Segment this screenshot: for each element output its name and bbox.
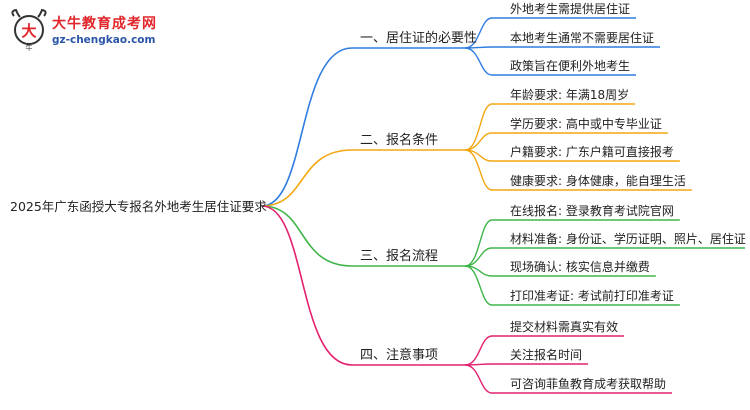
branch-child-connector (464, 17, 493, 49)
branch-topic: 三、报名流程 (360, 248, 438, 264)
branch-topic: 四、注意事项 (360, 347, 438, 363)
child-topic: 材料准备: 身份证、学历证明、照片、居住证 (510, 231, 746, 246)
root-branch-connector (261, 205, 353, 366)
root-topic: 2025年广东函授大专报名外地考生居住证要求 (10, 199, 267, 214)
child-topic: 外地考生需提供居住证 (510, 1, 630, 16)
child-topic: 政策旨在便利外地考生 (510, 59, 630, 73)
child-topic: 户籍要求: 广东户籍可直接报考 (510, 144, 674, 159)
child-topic: 在线报名: 登录教育考试院官网 (510, 203, 674, 218)
logo-site-url: gz-chengkao.com (52, 34, 156, 46)
child-topic: 可咨询菲鱼教育成考获取帮助 (510, 376, 666, 391)
child-topic: 本地考生通常不需要居住证 (510, 31, 654, 45)
mind-map-edges (261, 17, 745, 394)
branch-child-connector (464, 47, 493, 76)
child-topic: 关注报名时间 (510, 347, 582, 362)
branch-child-connector (464, 149, 493, 191)
child-topic: 提交材料需真实有效 (510, 319, 618, 334)
branch-child-connector (464, 132, 493, 151)
branch-topic: 一、居住证的必要性 (360, 30, 477, 46)
logo-site-name: 大牛教育成考网 (52, 16, 157, 32)
child-topic: 打印准考证: 考试前打印准考证 (510, 288, 674, 303)
mind-map-nodes: 2025年广东函授大专报名外地考生居住证要求 一、居住证的必要性 外地考生需提供居… (10, 1, 746, 391)
branch-topic: 二、报名条件 (360, 132, 438, 148)
root-branch-connector (261, 205, 353, 267)
site-logo: 大 牛 大牛教育成考网 gz-chengkao.com (8, 8, 168, 54)
branch-child-connector (464, 247, 493, 267)
branch-child-connector (464, 265, 493, 306)
root-branch-connector (261, 149, 353, 207)
svg-text:牛: 牛 (26, 43, 33, 52)
child-topic: 年龄要求: 年满18周岁 (510, 87, 629, 102)
branch-child-connector (464, 364, 493, 394)
child-topic: 健康要求: 身体健康，能自理生活 (510, 173, 686, 188)
branch-child-connector (464, 219, 493, 267)
svg-text:大: 大 (21, 22, 36, 40)
child-topic: 现场确认: 核实信息并缴费 (510, 259, 650, 274)
root-branch-connector (261, 47, 353, 207)
branch-child-connector (464, 103, 493, 151)
cow-head-logo-icon: 大 牛 (11, 8, 47, 52)
child-topic: 学历要求: 高中或中专毕业证 (510, 116, 662, 131)
branch-child-connector (464, 335, 493, 366)
